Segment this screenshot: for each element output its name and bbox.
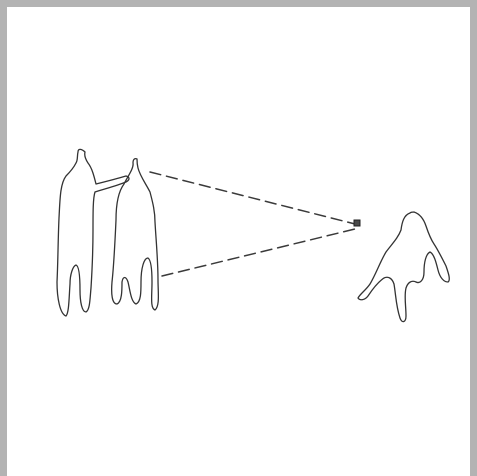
left-figure-outline [57, 149, 129, 316]
upper-sight-line [150, 172, 355, 224]
lifted-figure-outline [358, 212, 449, 322]
target-square [354, 220, 360, 226]
lower-sight-line [162, 229, 355, 276]
right-figure-outline [112, 159, 159, 310]
